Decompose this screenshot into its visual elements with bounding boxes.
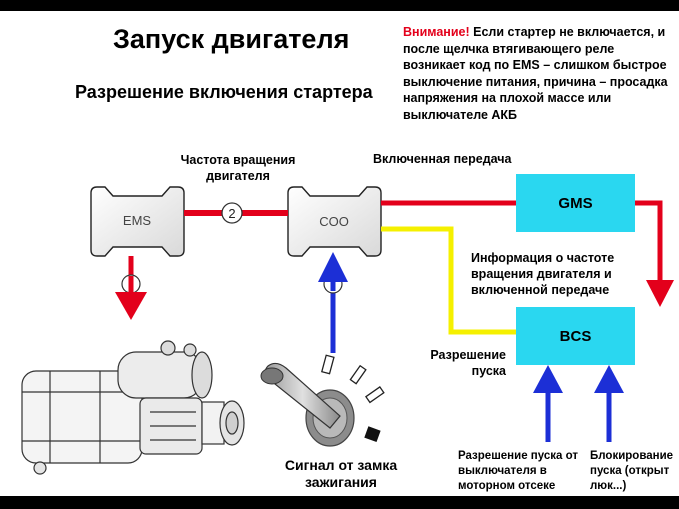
coo-unit: COO: [287, 186, 382, 257]
ems-unit: EMS: [90, 186, 185, 257]
warning-lead: Внимание!: [403, 25, 470, 39]
coo-bcs-yellow-link: [381, 226, 516, 335]
coo-label: COO: [319, 214, 349, 229]
ems-starter-arrowhead: [115, 292, 147, 320]
gms-bcs-arrowhead: [646, 280, 674, 307]
page-title: Запуск двигателя: [113, 24, 350, 54]
engine-bay-switch-arrowhead: [533, 365, 563, 393]
ignition-signal-label: Сигнал от замка зажигания: [284, 457, 398, 490]
gms-unit: GMS: [516, 174, 635, 232]
bcs-unit: BCS: [516, 307, 635, 365]
ems-label: EMS: [123, 213, 152, 228]
page-subtitle: Разрешение включения стартера: [75, 82, 373, 102]
top-border-bar: [0, 0, 679, 11]
gms-bcs-red-link: [635, 200, 663, 284]
link-2-marker: [221, 202, 243, 224]
ignition-coo-arrowhead: [318, 252, 348, 282]
warning-note: Внимание! Если стартер не включается, и …: [403, 24, 675, 123]
start-permission-label: Разрешение пуска: [430, 348, 506, 378]
start-block-label: Блокирование пуска (открыт люк...): [590, 450, 674, 492]
starter-motor-image: [21, 340, 245, 475]
gear-engaged-label: Включенная передача: [373, 152, 512, 166]
warning-text: Если стартер не включается, и после щелч…: [403, 25, 668, 122]
info-label: Информация о частоте вращения двигателя …: [471, 251, 615, 297]
engine-speed-label: Частота вращения двигателя: [180, 153, 296, 183]
start-block-arrowhead: [594, 365, 624, 393]
link-2-number: 2: [228, 206, 235, 221]
engine-bay-switch-label: Разрешение пуска от выключателя в моторн…: [458, 450, 578, 492]
bottom-border-bar: [0, 496, 679, 509]
ignition-key-image: [260, 354, 385, 447]
